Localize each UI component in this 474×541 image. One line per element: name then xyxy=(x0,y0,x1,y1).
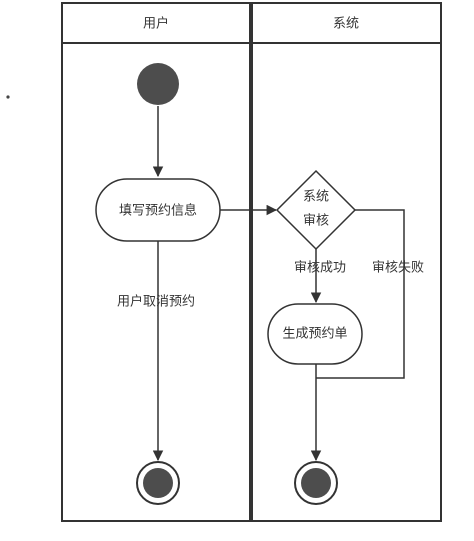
edges xyxy=(152,106,405,462)
action-fill-info-shape xyxy=(95,178,221,242)
swimlane-user: 用户 xyxy=(61,2,251,522)
end-node-user-core xyxy=(143,468,173,498)
action-create-order: 生成预约单 xyxy=(267,303,363,365)
action-fill-info-label: 填写预约信息 xyxy=(119,203,197,219)
end-node-system xyxy=(294,461,338,505)
action-fill-info: 填写预约信息 xyxy=(95,178,221,242)
decision-review-label-line1: 系统 xyxy=(303,190,329,205)
start-node xyxy=(137,63,179,105)
swimlane-user-title: 用户 xyxy=(143,16,169,32)
edge-label-review-success: 审核成功 xyxy=(294,261,346,276)
swimlane-system-title: 系统 xyxy=(333,17,359,32)
stray-dot xyxy=(6,95,10,99)
end-node-user xyxy=(136,461,180,505)
action-create-order-shape xyxy=(267,303,363,365)
decision-review-shape xyxy=(275,169,357,251)
decision-review-label-line2: 审核 xyxy=(303,214,329,229)
swimlane-user-header xyxy=(61,2,251,44)
swimlane-system: 系统 xyxy=(251,2,442,522)
edge-label-review-fail: 审核失败 xyxy=(372,261,424,276)
swimlane-system-body xyxy=(251,42,442,522)
edge-label-cancel: 用户取消预约 xyxy=(117,294,195,310)
swimlane-system-header xyxy=(251,2,442,44)
swimlane-user-body xyxy=(61,42,251,522)
action-create-order-label: 生成预约单 xyxy=(282,327,347,342)
edge-review-fail xyxy=(316,209,405,379)
end-node-system-core xyxy=(301,468,331,498)
decision-review: 系统 审核 xyxy=(275,169,357,251)
